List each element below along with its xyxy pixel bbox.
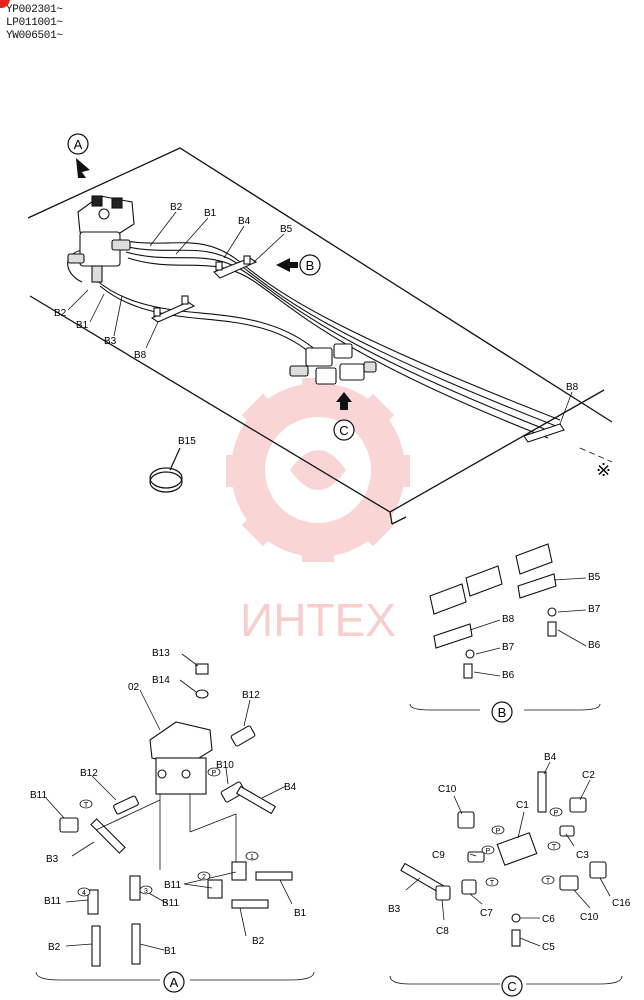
svg-text:2: 2 [202, 874, 206, 881]
svg-text:T: T [84, 802, 89, 809]
pilot-valve [67, 195, 135, 283]
svg-text:B: B [306, 258, 315, 273]
hose-clamps [150, 255, 565, 443]
detail-b-brackets [429, 543, 557, 679]
detail-a-leaders [35, 653, 315, 981]
detail-a-port-tags: T P 4 3 2 1 [77, 767, 259, 897]
detail-c-title: C [501, 975, 523, 997]
label-b5: B5 [280, 224, 293, 235]
svg-text:02: 02 [128, 682, 140, 693]
view-c-callout: C [333, 392, 355, 441]
label-b1-left: B1 [76, 320, 89, 331]
label-b15: B15 [178, 436, 196, 447]
main-leader-lines [67, 211, 613, 463]
svg-text:B11: B11 [162, 898, 179, 909]
label-b3: B3 [104, 336, 117, 347]
svg-text:B6: B6 [588, 640, 601, 651]
detail-b-labels: B5 B7 B6 B8 B7 B6 [502, 572, 601, 681]
svg-text:C7: C7 [480, 908, 493, 919]
svg-text:B12: B12 [242, 690, 260, 701]
corner-badge [0, 0, 10, 8]
detail-a-valve [59, 663, 293, 967]
label-b2-top: B2 [170, 202, 183, 213]
detail-b-title: B [491, 701, 513, 723]
svg-text:B4: B4 [284, 782, 297, 793]
svg-text:B10: B10 [216, 760, 234, 771]
platform-outline [27, 147, 613, 525]
svg-text:T: T [546, 878, 551, 885]
svg-text:1: 1 [250, 854, 254, 861]
svg-text:C1: C1 [516, 800, 529, 811]
label-b1-top: B1 [204, 208, 217, 219]
detail-c-port-tags: P P P T T T [481, 807, 563, 887]
svg-text:T: T [490, 880, 495, 887]
note-mark: ※ [596, 460, 611, 480]
svg-text:3: 3 [144, 888, 148, 895]
label-b2-left: B2 [54, 308, 67, 319]
svg-text:B7: B7 [588, 604, 601, 615]
svg-text:B14: B14 [152, 675, 170, 686]
svg-text:A: A [170, 975, 179, 990]
view-a-callout: A [67, 133, 90, 178]
detail-c-leaders [389, 761, 623, 985]
svg-text:B6: B6 [502, 670, 515, 681]
svg-text:C5: C5 [542, 942, 555, 953]
svg-text:C10: C10 [438, 784, 457, 795]
svg-text:C3: C3 [576, 850, 589, 861]
svg-text:C9: C9 [432, 850, 445, 861]
label-b8-left: B8 [134, 350, 147, 361]
svg-text:B4: B4 [544, 752, 557, 763]
detail-a-title: A [163, 971, 185, 993]
detail-c-labels: B4 C2 C10 C1 C9 C3 B3 C8 C7 C6 C5 C10 C1… [388, 752, 631, 953]
svg-text:C10: C10 [580, 912, 599, 923]
svg-text:B7: B7 [502, 642, 515, 653]
serial-number-1: YP002301~ [6, 4, 63, 16]
detail-a-labels: B13 B14 02 B12 B10 B4 B12 B11 B3 B11 B11… [30, 648, 307, 957]
svg-text:B11: B11 [44, 896, 61, 907]
svg-text:C: C [339, 423, 348, 438]
svg-text:B3: B3 [46, 854, 59, 865]
svg-text:B11: B11 [164, 880, 181, 891]
detail-b-leaders [409, 577, 601, 711]
watermark-text: ИНТЕХ [240, 594, 396, 646]
svg-text:P: P [554, 810, 559, 817]
svg-text:B2: B2 [48, 942, 61, 953]
serial-number-3: YW006501~ [6, 30, 63, 42]
svg-text:P: P [212, 770, 217, 777]
svg-text:B8: B8 [502, 614, 515, 625]
label-b8-right: B8 [566, 382, 579, 393]
svg-text:B11: B11 [30, 790, 47, 801]
svg-text:B: B [498, 705, 507, 720]
svg-text:C2: C2 [582, 770, 595, 781]
main-part-labels: B2 B1 B4 B5 B2 B1 B3 B8 B8 B15 ※ [54, 202, 611, 480]
svg-text:C: C [507, 979, 516, 994]
svg-text:B13: B13 [152, 648, 170, 659]
view-b-callout: B [276, 254, 321, 276]
svg-text:B5: B5 [588, 572, 601, 583]
svg-text:B12: B12 [80, 768, 98, 779]
svg-text:B1: B1 [164, 946, 177, 957]
svg-text:B2: B2 [252, 936, 265, 947]
svg-text:T: T [552, 844, 557, 851]
serial-number-2: LP011001~ [6, 17, 63, 29]
svg-text:A: A [74, 137, 83, 152]
detail-c-fittings [400, 771, 607, 947]
svg-text:4: 4 [82, 890, 86, 897]
svg-text:C16: C16 [612, 898, 631, 909]
svg-text:P: P [486, 848, 491, 855]
svg-text:B1: B1 [294, 908, 307, 919]
shuttle-valve-block [289, 343, 377, 385]
label-b4: B4 [238, 216, 251, 227]
watermark-gear-logo [226, 378, 410, 562]
svg-text:B3: B3 [388, 904, 401, 915]
svg-text:C6: C6 [542, 914, 555, 925]
hose-bundle [67, 239, 561, 439]
svg-text:P: P [496, 828, 501, 835]
hose-clamp-b15 [149, 447, 183, 493]
svg-text:C8: C8 [436, 926, 449, 937]
